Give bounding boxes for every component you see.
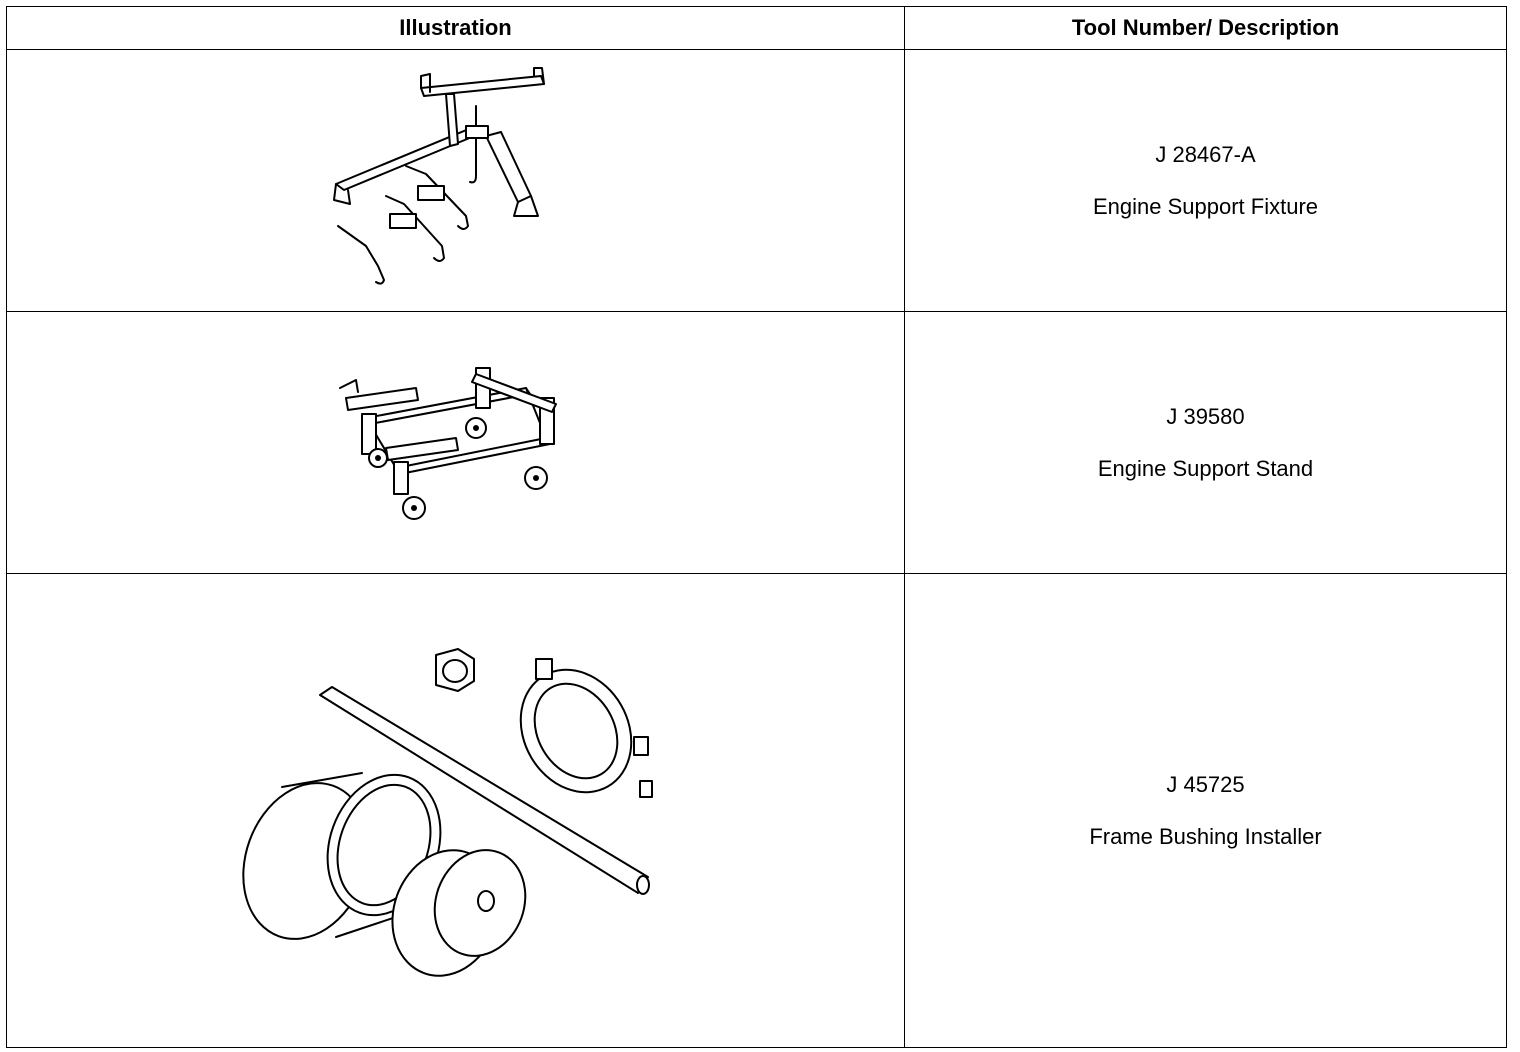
tool-description-cell: J 28467-A Engine Support Fixture	[904, 49, 1507, 312]
illustration-cell	[6, 573, 905, 1048]
engine-support-stand-illustration	[338, 366, 557, 520]
tool-number: J 45725	[1166, 771, 1245, 797]
special-tools-table: Illustration Tool Number/ Description	[6, 6, 1507, 1048]
tool-number: J 39580	[1166, 403, 1245, 429]
table-header-row: Illustration Tool Number/ Description	[6, 6, 1507, 50]
tool-description: Engine Support Stand	[1097, 455, 1314, 481]
table-row: J 39580 Engine Support Stand	[6, 311, 1507, 574]
illustration-cell	[6, 311, 905, 574]
illustration-column-header: Illustration	[6, 6, 905, 50]
frame-bushing-installer-illustration	[241, 647, 653, 977]
tool-description: Engine Support Fixture	[1092, 193, 1319, 219]
tool-description-cell: J 39580 Engine Support Stand	[904, 311, 1507, 574]
engine-support-fixture-illustration	[332, 66, 545, 285]
tool-description: Frame Bushing Installer	[1089, 823, 1322, 849]
table-row: J 45725 Frame Bushing Installer	[6, 573, 1507, 1048]
tool-description-cell: J 45725 Frame Bushing Installer	[904, 573, 1507, 1048]
illustration-cell	[6, 49, 905, 312]
tool-column-header: Tool Number/ Description	[904, 6, 1507, 50]
tool-number: J 28467-A	[1155, 141, 1256, 167]
table-row: J 28467-A Engine Support Fixture	[6, 49, 1507, 312]
